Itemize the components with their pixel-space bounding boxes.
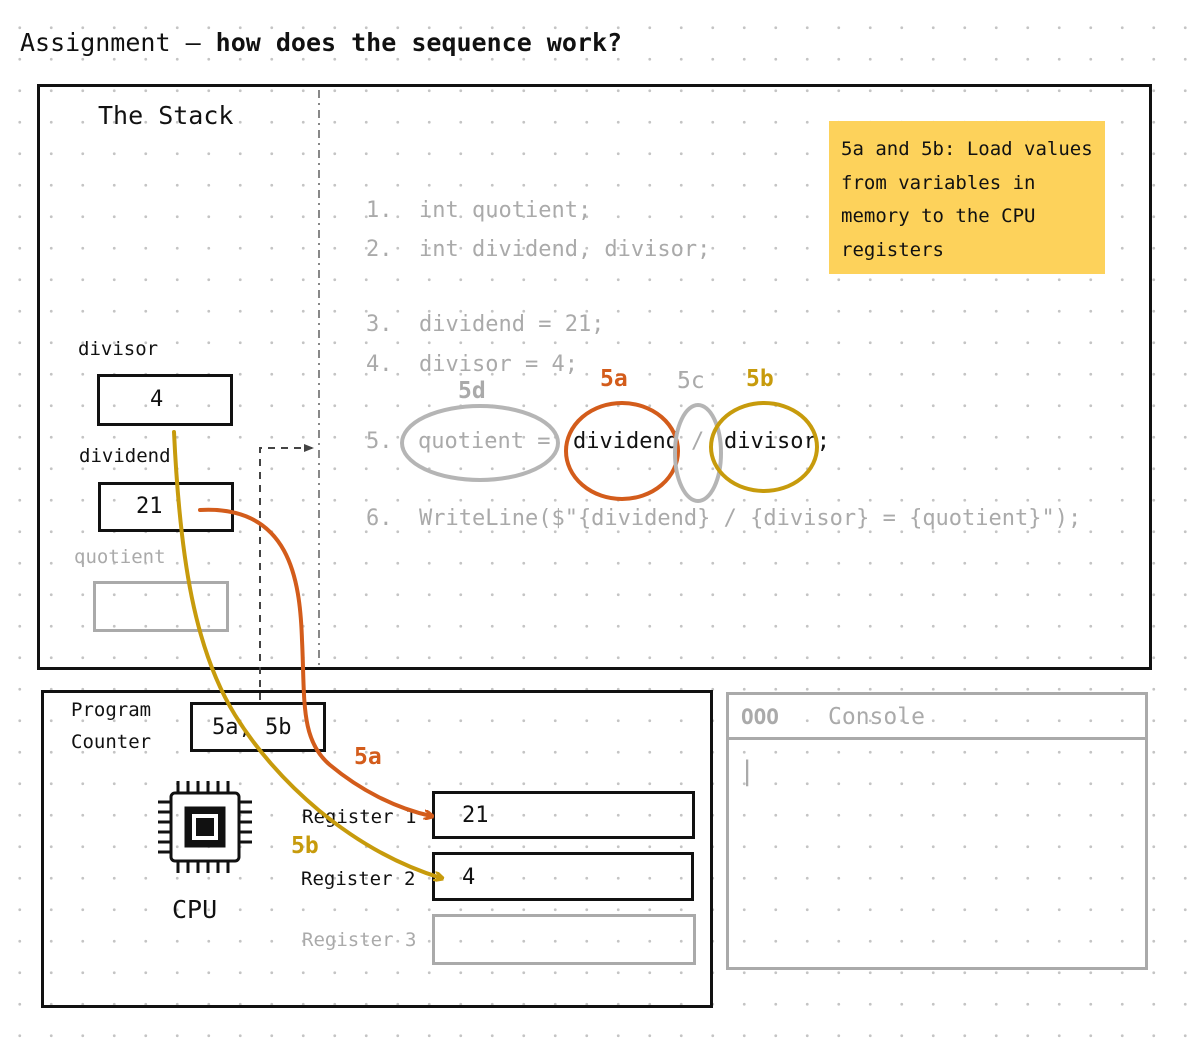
program-counter-label-1: Program: [71, 699, 152, 721]
console-window: [726, 692, 1148, 970]
code-line-1: 1. int quotient;: [366, 198, 591, 223]
code-line-5-number: 5.: [366, 429, 393, 454]
marker-5c: 5c: [677, 368, 705, 394]
line-number: 3.: [366, 312, 393, 337]
line-text: dividend = 21;: [419, 312, 605, 337]
code-line-2: 2. int dividend, divisor;: [366, 237, 710, 262]
quotient-label: quotient: [74, 546, 166, 568]
register-2-label: Register 2: [301, 868, 416, 890]
console-title: Console: [828, 704, 925, 730]
cpu-label: CPU: [172, 895, 218, 924]
dividend-label: dividend: [79, 445, 171, 467]
cpu-frame: [41, 690, 713, 1008]
code-line-5-divisor: divisor;: [724, 429, 830, 454]
divisor-label: divisor: [78, 338, 159, 360]
line-text: int quotient;: [419, 198, 592, 223]
line-number: 4.: [366, 352, 393, 377]
register-3-label: Register 3: [302, 929, 417, 951]
arrow-5a: [198, 507, 431, 816]
program-counter-link: [259, 444, 314, 700]
program-counter-label-2: Counter: [71, 731, 152, 753]
dividend-value: 21: [136, 494, 163, 519]
code-line-3: 3. dividend = 21;: [366, 312, 604, 337]
marker-5d: 5d: [458, 378, 486, 404]
marker-5a: 5a: [600, 366, 628, 392]
ellipse-5d: [400, 404, 560, 482]
register-3-cell: [432, 914, 696, 965]
line-number: 2.: [366, 237, 393, 262]
note-text: 5a and 5b: Load values from variables in…: [841, 138, 1093, 261]
arrow-label-5b: 5b: [291, 833, 319, 859]
cpu-chip-icon: [158, 781, 252, 873]
line-text: WriteLine($"{dividend} / {divisor} = {qu…: [419, 506, 1082, 531]
stack-heading: The Stack: [98, 101, 234, 130]
arrow-5b: [172, 430, 441, 878]
code-line-5-quotient: quotient =: [418, 429, 551, 454]
line-number: 1.: [366, 198, 393, 223]
title-prefix: Assignment —: [20, 28, 216, 57]
console-window-dots[interactable]: OOO: [741, 705, 779, 729]
quotient-cell: [93, 581, 229, 632]
ellipse-5a: [564, 401, 680, 501]
register-2-value: 4: [462, 865, 476, 890]
line-number: 6.: [366, 506, 393, 531]
page-title: Assignment — how does the sequence work?: [20, 28, 622, 57]
stack-frame: [37, 84, 1152, 670]
code-line-5-dividend: dividend: [573, 429, 679, 454]
console-cursor[interactable]: |: [739, 756, 756, 787]
title-question: how does the sequence work?: [215, 28, 623, 57]
ellipse-5b: [709, 401, 819, 493]
dividend-cell: [98, 482, 234, 532]
register-1-label: Register 1: [302, 806, 417, 828]
code-line-5-slash: /: [691, 429, 705, 454]
code-line-6: 6. WriteLine($"{dividend} / {divisor} = …: [366, 506, 1081, 531]
ellipse-5c: [673, 403, 723, 503]
divisor-value: 4: [150, 387, 164, 412]
register-1-value: 21: [462, 803, 489, 828]
program-counter-value: 5a, 5b: [212, 715, 292, 740]
sticky-note: 5a and 5b: Load values from variables in…: [829, 121, 1105, 274]
line-text: int dividend, divisor;: [419, 237, 711, 262]
console-title-bar: [729, 694, 1147, 740]
marker-5b: 5b: [746, 366, 774, 392]
arrow-label-5a: 5a: [354, 744, 382, 770]
divisor-cell: [97, 374, 233, 426]
code-line-4: 4. divisor = 4;: [366, 352, 578, 377]
line-text: divisor = 4;: [419, 352, 578, 377]
